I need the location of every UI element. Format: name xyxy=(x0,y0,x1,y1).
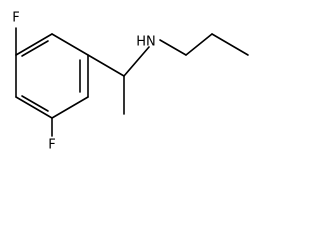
ring-bond xyxy=(51,96,89,119)
ring-double-bond xyxy=(21,40,49,57)
ring-double-bond xyxy=(21,95,49,112)
structure-svg: F F HN xyxy=(12,11,249,153)
ring-bond xyxy=(15,96,53,119)
bond-nitrogen-to-propyl xyxy=(159,39,187,56)
bond-propyl xyxy=(211,33,249,56)
ring-bond xyxy=(51,33,89,56)
bond-propyl xyxy=(185,33,213,56)
structure-diagram: F F HN xyxy=(12,11,249,153)
fluorine-bottom-label: F xyxy=(48,138,55,153)
bond-ring-to-chiral-carbon xyxy=(87,54,125,77)
bond-chiral-carbon-to-nitrogen xyxy=(123,46,150,77)
amine-label: HN xyxy=(136,35,156,50)
fluorine-top-label: F xyxy=(12,11,19,26)
ring-bond xyxy=(15,33,53,56)
